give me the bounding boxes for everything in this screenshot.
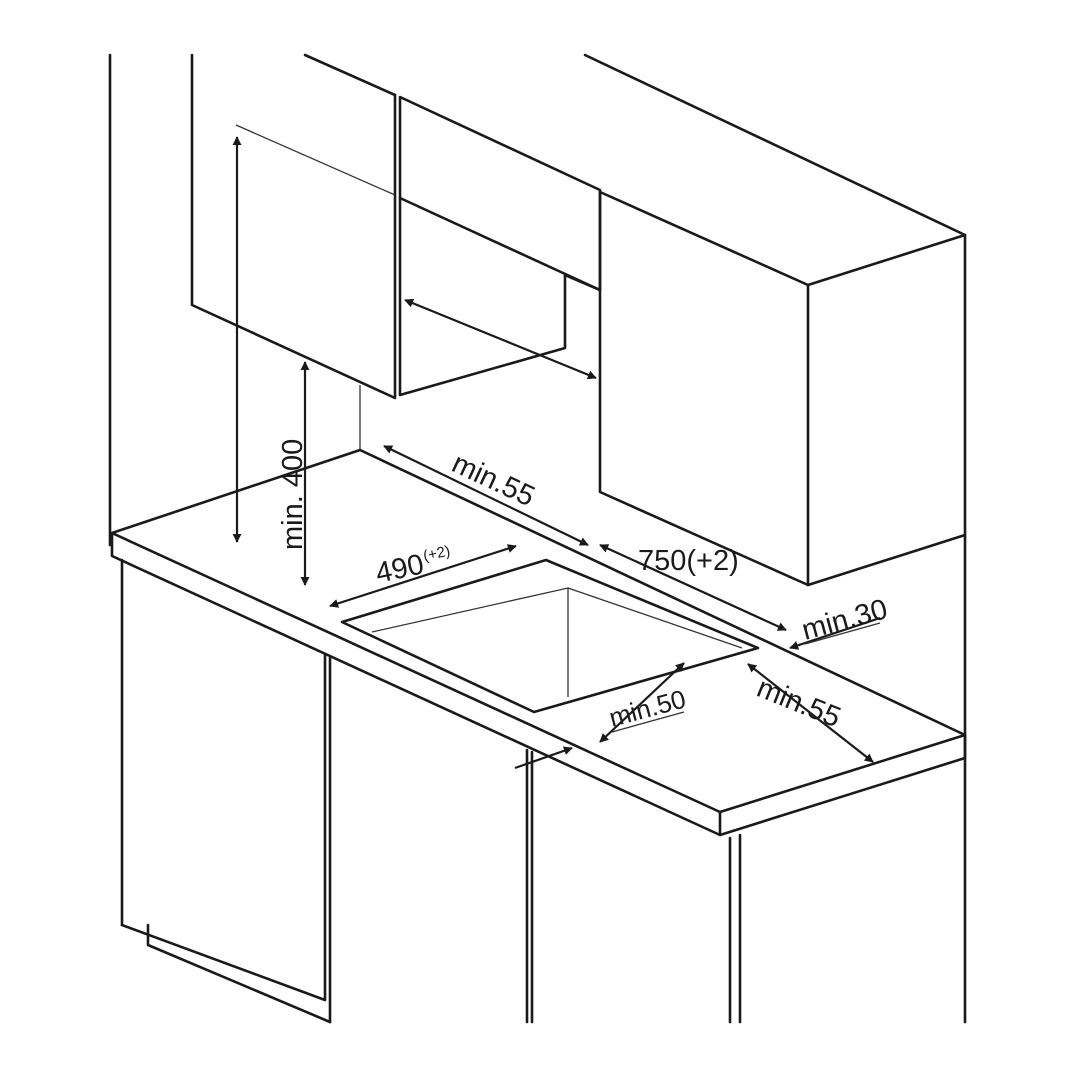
base-cabinets [120,558,742,1024]
svg-text:(+2): (+2) [422,543,452,565]
label-cutout-width: 750(+2) [638,545,739,577]
label-min-400: min. 400 [277,439,309,550]
label-underline-min50 [611,711,685,733]
countertop [110,448,967,837]
dimension-back-clearance [383,445,589,546]
label-underline-min30 [804,622,881,645]
label-right-clearance: min.55 [752,672,845,734]
label-cutout-depth: 490 (+2) [373,543,452,590]
dimension-front-clearance [599,662,685,743]
label-front-clearance: min.50 [606,684,689,733]
dimension-side-clearance-right [789,616,881,650]
svg-text:490: 490 [373,548,427,589]
wall-cabinet-right [598,190,967,1024]
range-hood [398,53,967,397]
label-back-clearance: min.55 [447,447,539,513]
dimension-hood-depth [404,298,597,380]
dimension-front-tick [514,746,573,770]
dimension-cutout-width [599,543,787,632]
wall-cabinet-left [190,53,397,400]
label-side-clearance-right: min.30 [799,593,891,646]
dimension-cutout-depth [329,544,517,608]
dimension-right-clearance [747,663,874,763]
